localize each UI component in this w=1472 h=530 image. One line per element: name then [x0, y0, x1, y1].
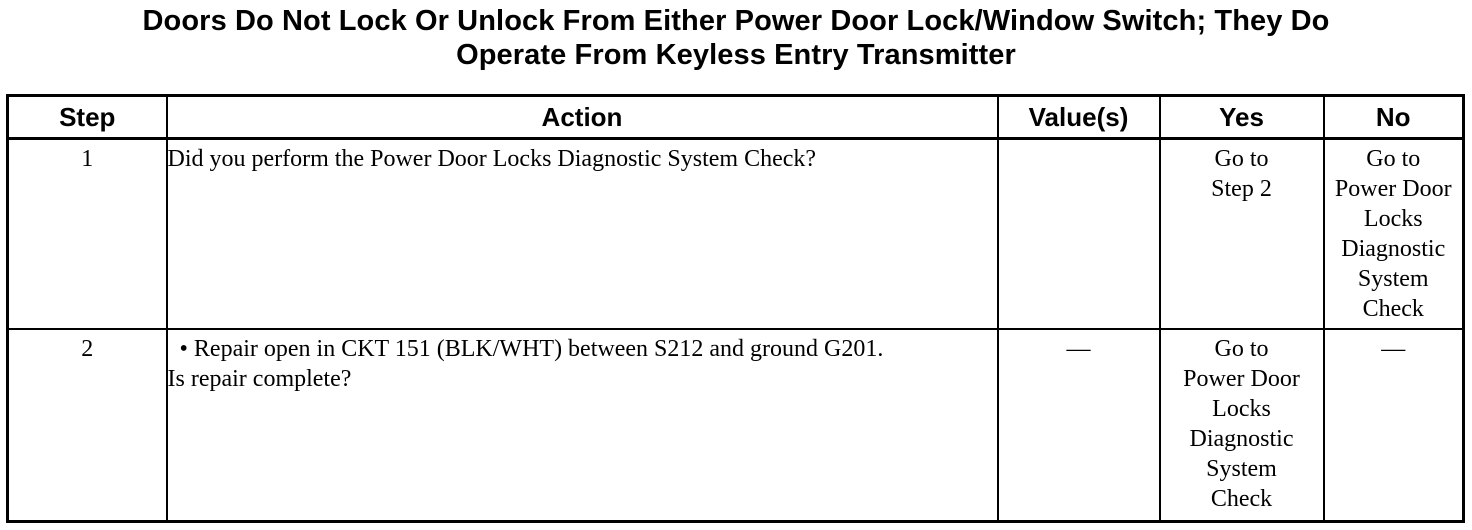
title-line-2: Operate From Keyless Entry Transmitter — [456, 39, 1016, 71]
action-cell: • Repair open in CKT 151 (BLK/WHT) betwe… — [165, 328, 999, 522]
values-cell — [996, 137, 1161, 330]
yes-line: Power Door — [1183, 366, 1300, 392]
header-no: No — [1322, 94, 1465, 140]
action-bullet: • Repair open in CKT 151 (BLK/WHT) betwe… — [168, 334, 997, 364]
no-line: Locks — [1363, 206, 1423, 232]
no-line: Diagnostic — [1341, 236, 1446, 262]
title-line-1: Doors Do Not Lock Or Unlock From Either … — [142, 5, 1330, 37]
step-number: 2 — [6, 328, 168, 522]
yes-line: Go to — [1214, 336, 1269, 362]
action-question: Is repair complete? — [167, 366, 352, 392]
yes-line: Go to — [1214, 146, 1269, 172]
no-line: System — [1357, 266, 1429, 292]
bullet-text: • Repair open in CKT 151 (BLK/WHT) betwe… — [179, 336, 884, 362]
table-row: 2 • Repair open in CKT 151 (BLK/WHT) bet… — [6, 328, 1465, 522]
step-number: 1 — [6, 137, 168, 330]
no-line: Check — [1362, 296, 1424, 322]
header-values: Value(s) — [996, 94, 1161, 140]
no-line: — — [1381, 336, 1406, 362]
header-yes: Yes — [1158, 94, 1325, 140]
diagnostic-table: Step Action Value(s) Yes No 1 Did you pe… — [6, 94, 1465, 523]
yes-cell: Go to Power Door Locks Diagnostic System… — [1158, 328, 1325, 522]
yes-cell: Go to Step 2 — [1158, 137, 1325, 330]
header-step: Step — [6, 94, 168, 140]
values-cell: — — [996, 328, 1161, 522]
no-cell: — — [1322, 328, 1465, 522]
table-row: 1 Did you perform the Power Door Locks D… — [6, 137, 1465, 330]
table-header-row: Step Action Value(s) Yes No — [6, 94, 1465, 140]
yes-line: System — [1206, 456, 1277, 482]
yes-line: Diagnostic — [1189, 426, 1294, 452]
action-text: Did you perform the Power Door Locks Dia… — [167, 146, 817, 172]
header-action: Action — [165, 94, 999, 140]
action-cell: Did you perform the Power Door Locks Dia… — [165, 137, 999, 330]
page-title: Doors Do Not Lock Or Unlock From Either … — [0, 4, 1472, 72]
yes-line: Check — [1210, 486, 1273, 512]
yes-line: Locks — [1212, 396, 1271, 422]
no-line: Power Door — [1334, 176, 1452, 202]
yes-line: Step 2 — [1211, 176, 1272, 202]
no-cell: Go to Power Door Locks Diagnostic System… — [1322, 137, 1465, 330]
no-line: Go to — [1366, 146, 1421, 172]
